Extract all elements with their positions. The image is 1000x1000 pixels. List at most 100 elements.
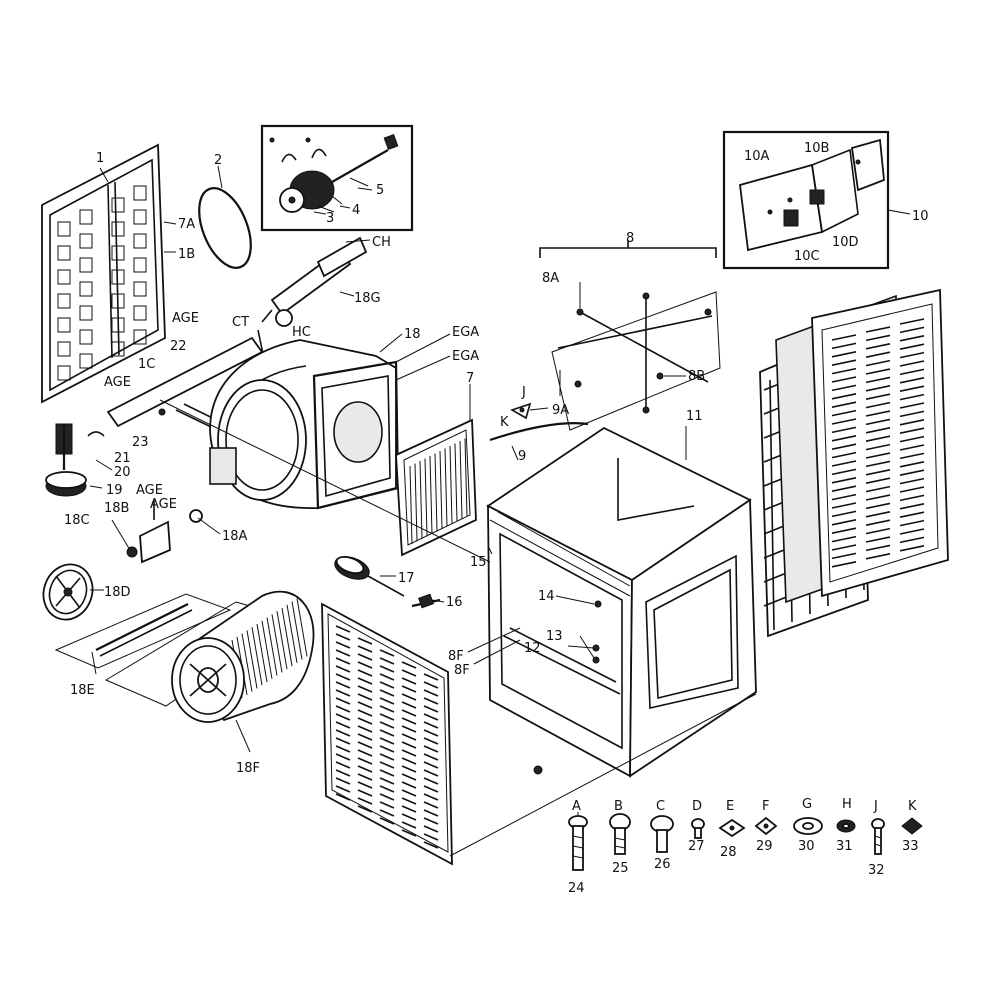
- label-10a: 10A: [744, 149, 770, 164]
- hw-letter-h: H: [842, 797, 852, 812]
- label-8f-2: 8F: [454, 663, 470, 678]
- label-22: 22: [170, 339, 187, 354]
- label-21: 21: [114, 451, 131, 466]
- label-1b: 1B: [178, 247, 195, 262]
- label-8a: 8A: [542, 271, 559, 286]
- bracket-18g: [257, 236, 368, 379]
- label-1c: 1C: [138, 357, 155, 372]
- label-2: 2: [214, 153, 222, 168]
- right-louver-panel: [811, 288, 949, 598]
- hardware-d: [691, 818, 705, 839]
- label-15: 15: [470, 555, 487, 570]
- label-age-1: AGE: [172, 311, 199, 326]
- hardware-a: [568, 815, 588, 871]
- label-hc: HC: [292, 325, 311, 340]
- label-age-3: AGE: [136, 483, 163, 498]
- frame-8: [539, 240, 721, 431]
- label-18g: 18G: [354, 291, 381, 306]
- label-1: 1: [96, 151, 104, 166]
- hardware-e: [718, 818, 746, 838]
- label-5: 5: [376, 183, 384, 198]
- label-10: 10: [912, 209, 929, 224]
- label-3: 3: [326, 211, 334, 226]
- motor-inset: [260, 124, 414, 232]
- hw-num-31: 31: [836, 839, 853, 854]
- label-4: 4: [352, 203, 360, 218]
- blower-wheel-18f: [104, 590, 315, 723]
- hardware-k: [901, 817, 923, 835]
- hw-letter-d: D: [692, 799, 702, 814]
- leader-lines: [89, 165, 687, 816]
- label-12: 12: [524, 641, 541, 656]
- hw-letter-b: B: [614, 799, 623, 814]
- hw-num-30: 30: [798, 839, 815, 854]
- label-11: 11: [686, 409, 703, 424]
- callout-labels: 1 2 3 4 5 7A 1B 1C AGE AGE AGE AGE 22 23…: [64, 141, 929, 776]
- label-ega-1: EGA: [452, 325, 479, 340]
- label-18f: 18F: [236, 761, 260, 776]
- hw-num-27: 27: [688, 839, 705, 854]
- hw-letter-k: K: [908, 799, 917, 814]
- part-17: [334, 555, 405, 597]
- cabinet-11: [159, 399, 757, 857]
- hardware-j: [871, 818, 885, 855]
- label-18e: 18E: [70, 683, 95, 698]
- hw-letter-e: E: [726, 799, 734, 814]
- pulley-18d: [42, 563, 94, 621]
- label-7a: 7A: [178, 217, 195, 232]
- label-age-2: AGE: [104, 375, 131, 390]
- label-23: 23: [132, 435, 149, 450]
- hw-num-33: 33: [902, 839, 919, 854]
- label-ega-2: EGA: [452, 349, 479, 364]
- hw-letter-j: J: [873, 799, 878, 814]
- hw-num-26: 26: [654, 857, 671, 872]
- label-10d: 10D: [832, 235, 859, 250]
- label-19: 19: [106, 483, 123, 498]
- hw-num-25: 25: [612, 861, 629, 876]
- hardware-c: [650, 815, 674, 853]
- label-10b: 10B: [804, 141, 829, 156]
- label-8: 8: [626, 231, 634, 246]
- label-13: 13: [546, 629, 563, 644]
- label-16: 16: [446, 595, 463, 610]
- hw-num-28: 28: [720, 845, 737, 860]
- hardware-b: [609, 813, 631, 855]
- hw-letter-a: A: [572, 799, 581, 814]
- label-18b: 18B: [104, 501, 129, 516]
- small-parts-19-21: [45, 423, 105, 497]
- hw-letter-c: C: [656, 799, 665, 814]
- filter-panel-7: [395, 418, 477, 557]
- label-8f-1: 8F: [448, 649, 464, 664]
- hardware-f: [754, 816, 778, 836]
- label-k: K: [500, 415, 509, 430]
- label-7: 7: [466, 371, 474, 386]
- hardware-labels: A 24 B 25 C 26 D 27 E 28 F 29 G 30 H 31 …: [568, 797, 919, 896]
- shaft-18e: [54, 593, 232, 669]
- label-9: 9: [518, 449, 526, 464]
- label-9a: 9A: [552, 403, 569, 418]
- label-17: 17: [398, 571, 415, 586]
- label-ct: CT: [232, 315, 249, 330]
- label-18d: 18D: [104, 585, 131, 600]
- hw-num-24: 24: [568, 881, 585, 896]
- part-10-inset: [722, 130, 911, 270]
- hardware-g: [793, 817, 823, 835]
- label-14: 14: [538, 589, 555, 604]
- label-18c: 18C: [64, 513, 90, 528]
- front-louver-panel: [321, 602, 453, 866]
- label-18: 18: [404, 327, 421, 342]
- label-20: 20: [114, 465, 131, 480]
- label-8b: 8B: [688, 369, 705, 384]
- hw-num-29: 29: [756, 839, 773, 854]
- bracket-18b: [126, 500, 203, 564]
- hardware-h: [836, 819, 856, 833]
- label-j: J: [521, 385, 526, 400]
- hw-letter-f: F: [762, 799, 769, 814]
- belt: [198, 187, 252, 269]
- label-ch: CH: [372, 235, 391, 250]
- label-age-4: AGE: [150, 497, 177, 512]
- hw-letter-g: G: [802, 797, 812, 812]
- label-10c: 10C: [794, 249, 820, 264]
